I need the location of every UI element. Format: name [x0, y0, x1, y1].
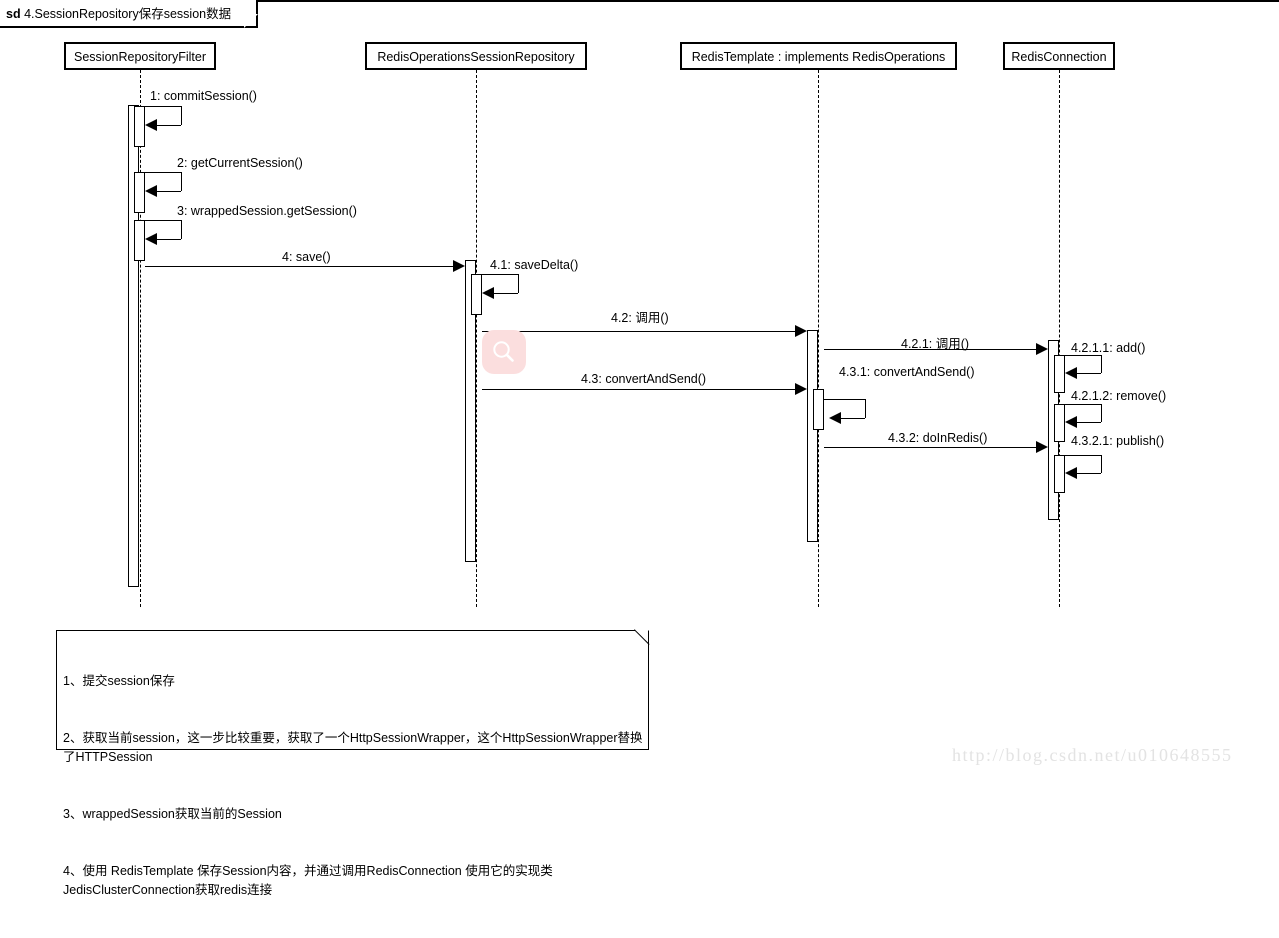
message-m4321-right	[1101, 455, 1102, 473]
message-m431-bottom	[841, 418, 865, 419]
message-m4321-arrowhead	[1065, 467, 1077, 479]
lifeline-head-repository[interactable]: RedisOperationsSessionRepository	[365, 42, 587, 70]
search-icon	[493, 341, 514, 362]
message-label-m4212: 4.2.1.2: remove()	[1071, 389, 1167, 403]
message-label-m432: 4.3.2: doInRedis()	[888, 431, 988, 445]
activation-connection-publish	[1054, 455, 1065, 493]
message-m41-arrowhead	[482, 287, 494, 299]
watermark-url: http://blog.csdn.net/u010648555	[952, 745, 1233, 765]
activation-filter-root	[128, 105, 139, 587]
message-m3-arrowhead	[145, 233, 157, 245]
lifeline-label-filter: SessionRepositoryFilter	[74, 50, 206, 64]
activation-filter-commitSession	[134, 106, 145, 147]
message-m4212-bottom	[1077, 422, 1101, 423]
message-m4211-top	[1059, 355, 1101, 356]
message-label-m42: 4.2: 调用()	[611, 311, 669, 325]
message-label-m421: 4.2.1: 调用()	[901, 337, 970, 351]
sequence-diagram-canvas: sd 4.SessionRepository保存session数据 Sessio…	[0, 0, 1279, 897]
message-m431-right	[865, 399, 866, 418]
note-line-4: 4、使用 RedisTemplate 保存Session内容，并通过调用Redi…	[63, 864, 553, 897]
activation-repository-saveDelta	[471, 274, 482, 315]
lifeline-stem-repository	[476, 70, 477, 607]
message-m2-bottom	[157, 191, 181, 192]
message-m1-top	[139, 106, 181, 107]
message-m4212-arrowhead	[1065, 416, 1077, 428]
message-m43-line	[482, 389, 802, 390]
message-m4212-top	[1059, 404, 1101, 405]
frame-keyword: sd	[6, 7, 21, 21]
message-label-m41: 4.1: saveDelta()	[490, 258, 579, 272]
message-m4211-right	[1101, 355, 1102, 373]
note-text-content: 1、提交session保存 2、获取当前session，这一步比较重要，获取了一…	[63, 634, 643, 938]
frame-title: 4.SessionRepository保存session数据	[24, 7, 232, 21]
note-line-3: 3、wrappedSession获取当前的Session	[63, 807, 282, 821]
message-m41-right	[518, 274, 519, 293]
note-box	[56, 630, 649, 750]
activation-template-convertAndSend	[813, 389, 824, 430]
message-m2-top	[139, 172, 181, 173]
message-m1-right	[181, 106, 182, 125]
activation-connection-remove	[1054, 404, 1065, 442]
lifeline-head-connection[interactable]: RedisConnection	[1003, 42, 1115, 70]
message-m421-arrowhead	[1036, 343, 1048, 355]
frame-label-tab: sd 4.SessionRepository保存session数据	[0, 0, 258, 28]
message-label-m4: 4: save()	[282, 250, 331, 264]
activation-connection-add	[1054, 355, 1065, 393]
message-m4321-bottom	[1077, 473, 1101, 474]
frame-tab-corner	[244, 14, 258, 28]
note-line-1: 1、提交session保存	[63, 674, 175, 688]
activation-repository-save	[465, 260, 476, 562]
message-m1-bottom	[157, 125, 181, 126]
message-label-m4321: 4.3.2.1: publish()	[1071, 434, 1165, 448]
message-m41-top	[476, 274, 518, 275]
message-m2-right	[181, 172, 182, 191]
lifeline-stem-template	[818, 70, 819, 607]
lifeline-stem-filter	[140, 70, 141, 607]
lifeline-label-template: RedisTemplate : implements RedisOperatio…	[691, 50, 946, 64]
message-m4212-right	[1101, 404, 1102, 422]
message-m4321-top	[1059, 455, 1101, 456]
message-m432-arrowhead	[1036, 441, 1048, 453]
frame-top-border	[0, 0, 1279, 2]
message-m1-arrowhead	[145, 119, 157, 131]
activation-filter-getSession	[134, 220, 145, 261]
message-m4-arrowhead	[453, 260, 465, 272]
message-m41-bottom	[494, 293, 518, 294]
message-m4-line	[145, 266, 460, 267]
message-m42-line	[482, 331, 802, 332]
message-label-m3: 3: wrappedSession.getSession()	[177, 204, 357, 218]
message-m2-arrowhead	[145, 185, 157, 197]
lifeline-label-repository: RedisOperationsSessionRepository	[377, 50, 575, 64]
activation-filter-getCurrentSession	[134, 172, 145, 213]
message-label-m43: 4.3: convertAndSend()	[581, 372, 707, 386]
message-label-m2: 2: getCurrentSession()	[177, 156, 303, 170]
message-label-m4211: 4.2.1.1: add()	[1071, 341, 1146, 355]
lifeline-head-filter[interactable]: SessionRepositoryFilter	[64, 42, 216, 70]
message-m421-line	[824, 349, 1044, 350]
message-m4211-bottom	[1077, 373, 1101, 374]
message-m3-top	[139, 220, 181, 221]
message-m431-top	[823, 399, 865, 400]
message-m431-arrowhead	[829, 412, 841, 424]
note-line-2: 2、获取当前session，这一步比较重要，获取了一个HttpSessionWr…	[63, 731, 643, 764]
message-m3-right	[181, 220, 182, 239]
lifeline-stem-connection	[1059, 70, 1060, 607]
message-m3-bottom	[157, 239, 181, 240]
message-label-m431: 4.3.1: convertAndSend()	[839, 365, 975, 379]
lifeline-label-connection: RedisConnection	[1011, 50, 1107, 64]
watermark-search-badge	[482, 330, 526, 374]
message-m42-arrowhead	[795, 325, 807, 337]
message-m43-arrowhead	[795, 383, 807, 395]
message-m432-line	[824, 447, 1044, 448]
lifeline-head-template[interactable]: RedisTemplate : implements RedisOperatio…	[680, 42, 957, 70]
message-label-m1: 1: commitSession()	[150, 89, 257, 103]
activation-template-call	[807, 330, 818, 542]
message-m4211-arrowhead	[1065, 367, 1077, 379]
